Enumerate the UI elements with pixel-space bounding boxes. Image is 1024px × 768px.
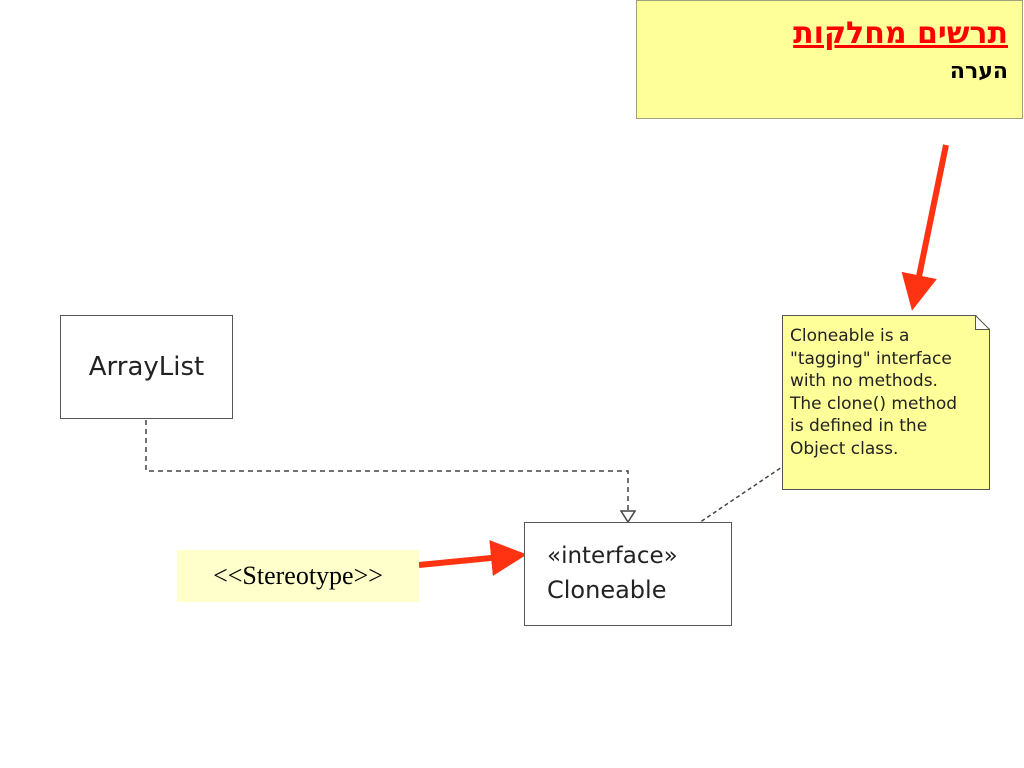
interface-cloneable[interactable]: «interface» Cloneable: [524, 522, 732, 626]
note-line: Cloneable is a: [790, 326, 910, 346]
note-line: with no methods.: [790, 371, 938, 391]
realization-arrowhead: [619, 510, 637, 524]
uml-note[interactable]: Cloneable is a "tagging" interface with …: [782, 315, 990, 490]
interface-name-label: Cloneable: [547, 576, 667, 604]
note-anchor-line: [683, 466, 783, 534]
note-line: "tagging" interface: [790, 348, 952, 369]
stereotype-callout: <<Stereotype>>: [177, 550, 419, 602]
interface-stereotype-label: «interface»: [547, 543, 678, 569]
stereotype-callout-text: <<Stereotype>>: [213, 561, 383, 590]
note-line: The clone() method: [790, 393, 958, 414]
slide-title-box: תרשים מחלקות הערה: [636, 0, 1023, 119]
red-arrow-to-interface: [418, 540, 527, 576]
note-line: Object class.: [790, 438, 899, 459]
slide-subtitle: הערה: [949, 59, 1008, 84]
note-line: is defined in the: [790, 416, 928, 436]
class-arraylist-label: ArrayList: [88, 352, 205, 382]
slide-title: תרשים מחלקות: [793, 16, 1008, 51]
realization-line: [145, 420, 629, 512]
class-arraylist[interactable]: ArrayList: [60, 315, 233, 419]
red-arrow-to-note: [901, 144, 949, 311]
